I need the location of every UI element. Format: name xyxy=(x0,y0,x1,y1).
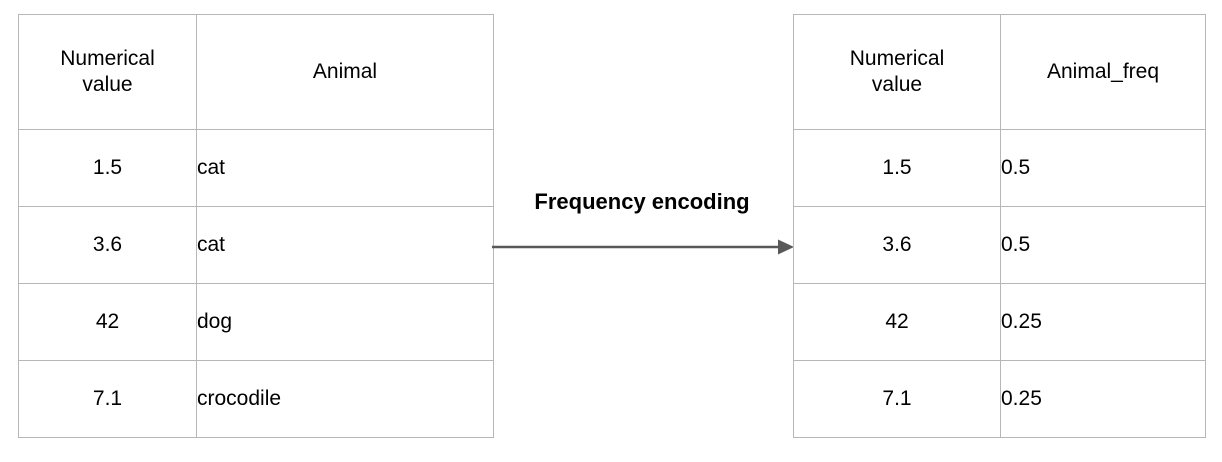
encoded-header-animal-freq: Animal_freq xyxy=(1000,14,1206,130)
cell-numerical-value: 7.1 xyxy=(18,360,197,438)
cell-numerical-value: 1.5 xyxy=(793,129,1001,207)
encoded-table: Numerical value Animal_freq 1.5 0.5 3.6 … xyxy=(793,14,1206,438)
cell-numerical-value: 42 xyxy=(793,283,1001,361)
cell-animal-freq: 0.25 xyxy=(1000,360,1206,438)
header-line-2: value xyxy=(82,73,133,96)
transformation-arrow-group: Frequency encoding xyxy=(486,188,798,268)
header-line-1: Numerical xyxy=(60,47,155,70)
header-line-1: Numerical xyxy=(849,47,945,70)
cell-animal: crocodile xyxy=(196,360,494,438)
table-row: 1.5 0.5 xyxy=(793,129,1206,207)
source-header-animal: Animal xyxy=(196,14,494,130)
table-row: 7.1 0.25 xyxy=(793,360,1206,438)
table-row: 3.6 0.5 xyxy=(793,206,1206,284)
cell-animal: cat xyxy=(196,206,494,284)
cell-numerical-value: 42 xyxy=(18,283,197,361)
cell-animal: dog xyxy=(196,283,494,361)
header-line-2: value xyxy=(871,73,923,96)
table-row: 42 dog xyxy=(18,283,494,361)
cell-animal-freq: 0.25 xyxy=(1000,283,1206,361)
table-row: 7.1 crocodile xyxy=(18,360,494,438)
cell-animal-freq: 0.5 xyxy=(1000,206,1206,284)
source-table: Numerical value Animal 1.5 cat 3.6 cat 4… xyxy=(18,14,494,438)
table-header-row: Numerical value Animal xyxy=(18,14,494,130)
cell-numerical-value: 3.6 xyxy=(793,206,1001,284)
table-row: 42 0.25 xyxy=(793,283,1206,361)
table-row: 1.5 cat xyxy=(18,129,494,207)
transformation-label: Frequency encoding xyxy=(534,189,750,214)
encoded-header-numerical-value: Numerical value xyxy=(793,14,1001,130)
cell-animal-freq: 0.5 xyxy=(1000,129,1206,207)
cell-numerical-value: 1.5 xyxy=(18,129,197,207)
header-label: Animal_freq xyxy=(1046,60,1160,83)
cell-numerical-value: 3.6 xyxy=(18,206,197,284)
arrow-right-icon xyxy=(492,239,794,255)
source-header-numerical-value: Numerical value xyxy=(18,14,197,130)
table-header-row: Numerical value Animal_freq xyxy=(793,14,1206,130)
cell-animal: cat xyxy=(196,129,494,207)
table-row: 3.6 cat xyxy=(18,206,494,284)
cell-numerical-value: 7.1 xyxy=(793,360,1001,438)
header-label: Animal xyxy=(312,60,378,83)
